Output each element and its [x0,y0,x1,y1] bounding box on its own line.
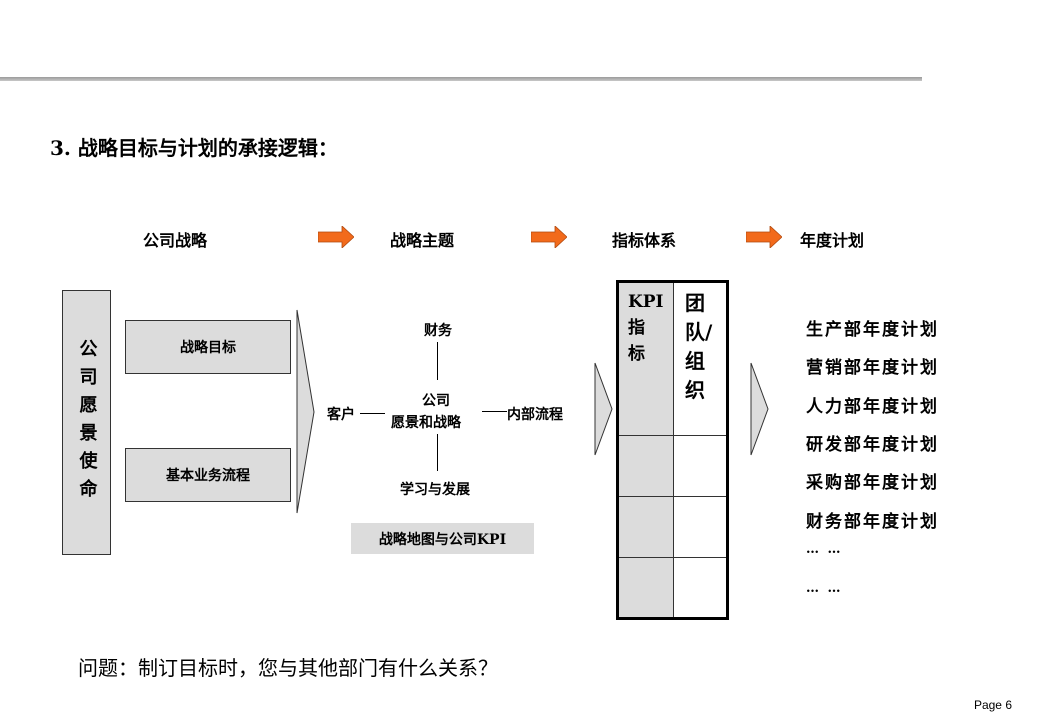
row-divider [619,435,726,436]
header-divider [0,77,922,81]
strategy-map-caption-box: 战略地图与公司KPI [351,523,534,554]
kpi-header: KPI指标 [628,292,664,364]
plan-ellipsis: … … [806,581,843,596]
row-divider [619,557,726,558]
map-center-line2: 愿景和战略 [391,415,461,431]
team-header: 团队/组织 [685,291,713,402]
arrow-right-icon [746,226,782,248]
row-divider [619,496,726,497]
plan-item: 人力部年度计划 [806,397,939,417]
kpi-column [619,283,674,617]
connector-line [437,342,438,380]
arrow-right-icon [531,226,567,248]
connector-line [437,434,438,471]
connector-line [360,413,385,414]
map-finance: 财务 [424,323,452,339]
map-learning-growth: 学习与发展 [400,482,470,498]
flow-step-strategic-themes: 战略主题 [390,231,455,250]
strategic-goal-box: 战略目标 [125,320,291,374]
map-center-line1: 公司 [422,393,450,409]
kpi-table: KPI指标 团队/组织 [616,280,729,620]
plan-item: 营销部年度计划 [806,358,939,378]
chevron-icon [750,362,769,456]
chevron-icon [594,362,613,456]
business-process-label: 基本业务流程 [166,468,250,484]
map-customer: 客户 [327,407,355,423]
flow-step-company-strategy: 公司战略 [143,231,208,250]
vision-mission-label: 公司愿景使命 [76,338,98,507]
flow-step-annual-plan: 年度计划 [800,231,865,250]
slide-title: 3. 战略目标与计划的承接逻辑： [50,136,338,160]
plan-ellipsis: … … [806,542,843,557]
page-number: Page 6 [973,698,1012,712]
connector-line [482,411,507,412]
plan-item: 采购部年度计划 [806,473,939,493]
plan-item: 财务部年度计划 [806,512,939,532]
strategic-goal-label: 战略目标 [180,340,236,356]
vision-mission-box: 公司愿景使命 [62,290,111,555]
chevron-icon [296,309,315,514]
map-internal-process: 内部流程 [507,407,563,423]
flow-step-indicator-system: 指标体系 [612,231,677,250]
plan-item: 生产部年度计划 [806,320,939,340]
plan-item: 研发部年度计划 [806,435,939,455]
arrow-right-icon [318,226,354,248]
business-process-box: 基本业务流程 [125,448,291,502]
question-text: 问题：制订目标时，您与其他部门有什么关系？ [78,656,498,680]
strategy-map-caption: 战略地图与公司KPI [378,531,507,548]
